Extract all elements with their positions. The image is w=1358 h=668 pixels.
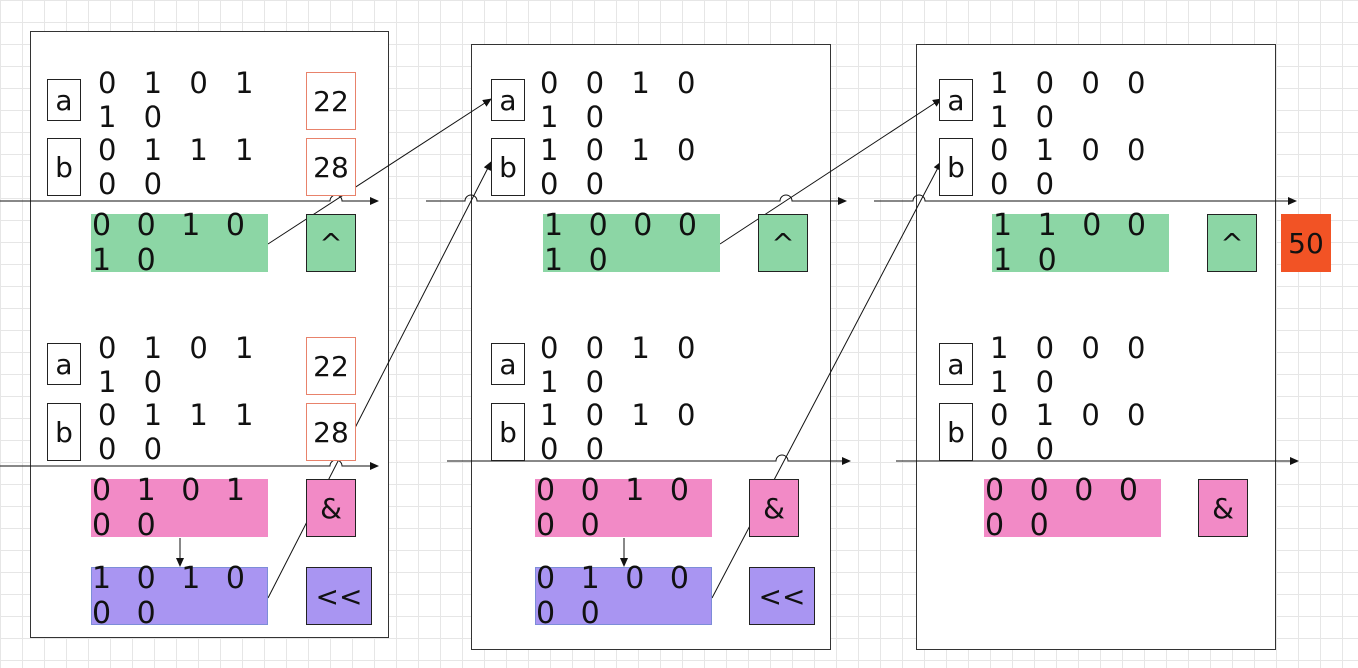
- var-b-label: b: [939, 403, 973, 461]
- var-a-label: a: [939, 343, 973, 385]
- xor-operator: ^: [1207, 214, 1257, 272]
- shift-operator: <<: [306, 567, 372, 625]
- shift-operator: <<: [749, 567, 815, 625]
- var-b-label: b: [939, 138, 973, 196]
- and-result: 0 0 1 0 0 0: [535, 473, 712, 543]
- bits-a: 1 0 0 0 1 0: [990, 66, 1155, 134]
- bits-b: 1 0 1 0 0 0: [540, 133, 705, 201]
- var-a-label: a: [939, 79, 973, 121]
- var-b-label: b: [491, 403, 525, 461]
- var-b-label: b: [47, 138, 81, 196]
- flow-arrow: [267, 161, 492, 599]
- bits-b: 1 0 1 0 0 0: [540, 398, 705, 466]
- step-2-panel: [471, 44, 831, 650]
- bits-a: 0 1 0 1 1 0: [98, 331, 263, 399]
- var-a-label: a: [491, 343, 525, 385]
- shift-result: 1 0 1 0 0 0: [91, 561, 268, 631]
- var-a-label: a: [47, 343, 81, 385]
- bits-a: 0 1 0 1 1 0: [98, 66, 263, 134]
- var-b-label: b: [47, 403, 81, 461]
- xor-operator: ^: [758, 214, 808, 272]
- xor-result: 1 0 0 0 1 0: [543, 208, 720, 278]
- final-result: 50: [1281, 214, 1331, 272]
- bits-a: 0 0 1 0 1 0: [540, 66, 705, 134]
- decimal-a: 22: [306, 337, 356, 395]
- decimal-a: 22: [306, 72, 356, 130]
- bits-b: 0 1 1 1 0 0: [98, 398, 263, 466]
- var-b-label: b: [491, 138, 525, 196]
- bits-a: 1 0 0 0 1 0: [990, 331, 1155, 399]
- var-a-label: a: [47, 79, 81, 121]
- bits-b: 0 1 0 0 0 0: [990, 398, 1155, 466]
- and-operator: &: [749, 479, 799, 537]
- separator-line: [447, 454, 851, 465]
- bits-b: 0 1 1 1 0 0: [98, 133, 263, 201]
- decimal-b: 28: [306, 403, 356, 461]
- separator-line: [426, 194, 847, 205]
- flow-arrow: [267, 98, 492, 245]
- bits-b: 0 1 0 0 0 0: [990, 133, 1155, 201]
- var-a-label: a: [491, 79, 525, 121]
- xor-operator: ^: [306, 214, 356, 272]
- shift-result: 0 1 0 0 0 0: [535, 561, 712, 631]
- flow-arrow: [719, 98, 942, 245]
- separator-line: [874, 194, 1297, 205]
- and-result: 0 1 0 1 0 0: [91, 473, 268, 543]
- flow-arrow: [711, 161, 942, 599]
- and-operator: &: [1198, 479, 1248, 537]
- and-operator: &: [306, 479, 356, 537]
- decimal-b: 28: [306, 138, 356, 196]
- and-result: 0 0 0 0 0 0: [984, 473, 1161, 543]
- bits-a: 0 0 1 0 1 0: [540, 331, 705, 399]
- xor-result: 0 0 1 0 1 0: [91, 208, 268, 278]
- step-3-panel: [916, 44, 1276, 650]
- xor-result: 1 1 0 0 1 0: [992, 208, 1169, 278]
